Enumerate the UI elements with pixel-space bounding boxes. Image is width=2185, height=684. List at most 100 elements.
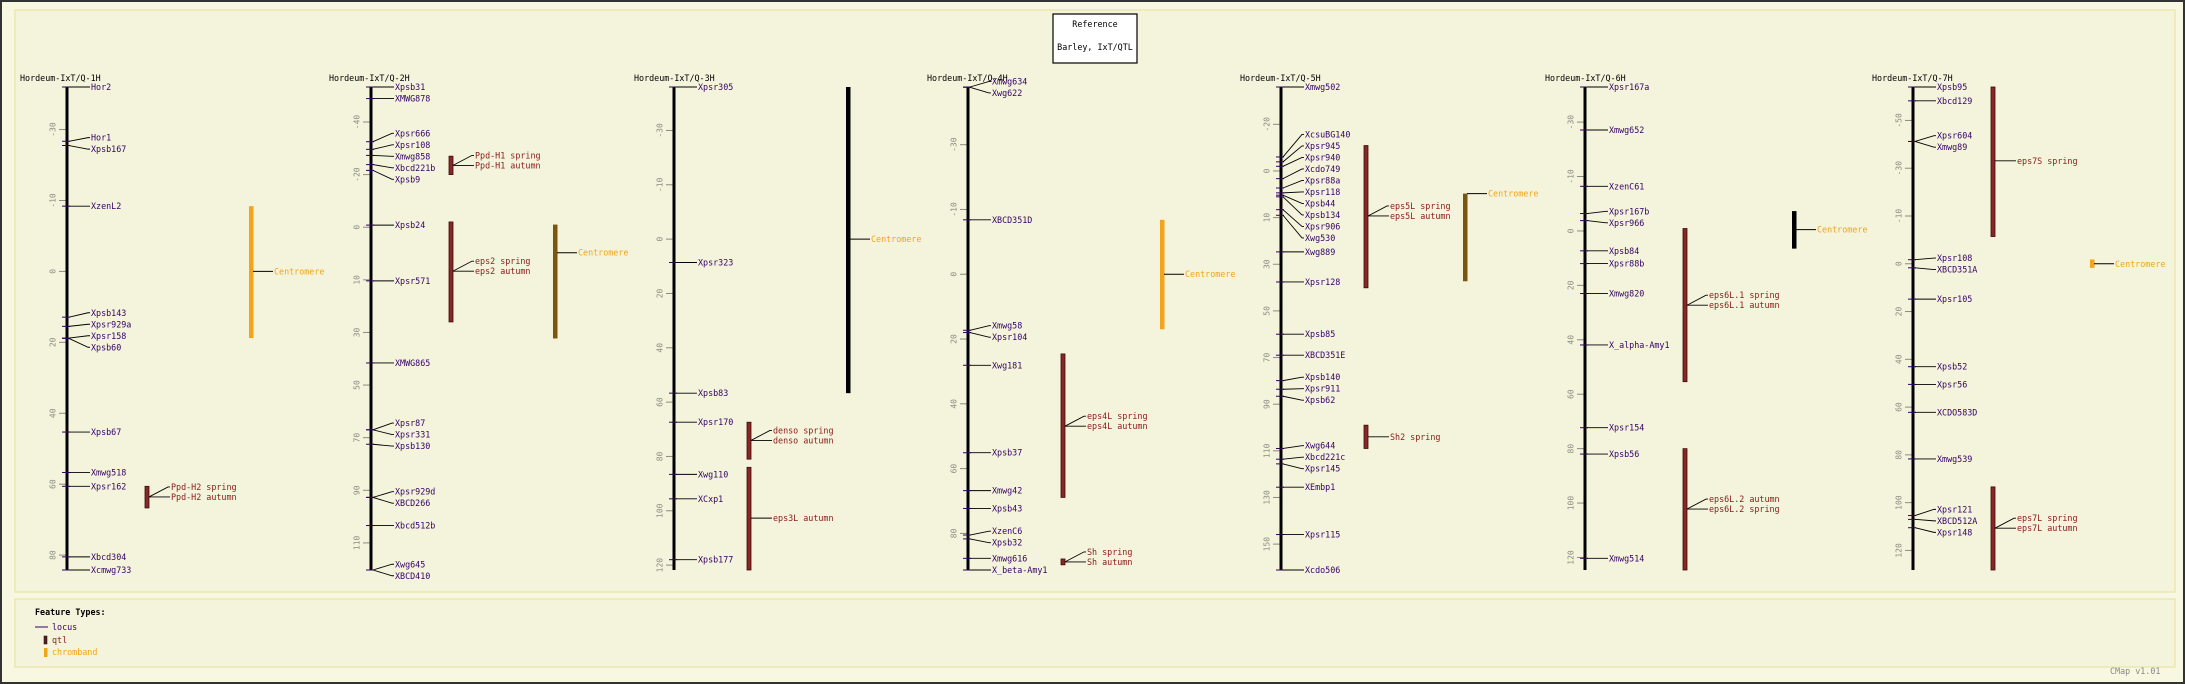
locus-marker[interactable]: Xpsb9 (366, 169, 420, 184)
qtl-bar[interactable] (1060, 558, 1066, 566)
locus-marker[interactable]: Xpsr966 (1580, 218, 1644, 228)
locus-label[interactable]: Xpsb140 (1305, 372, 1340, 382)
locus-marker[interactable]: Xpsr121 (1908, 504, 1972, 517)
qtl-label[interactable]: Ppd-H2 autumn (171, 492, 237, 502)
locus-marker[interactable]: Xcmwg733 (62, 565, 131, 575)
locus-label[interactable]: Xmwg539 (1937, 454, 1972, 464)
qtl-label[interactable]: eps7S spring (2017, 156, 2078, 166)
locus-marker[interactable]: Xpsr305 (669, 82, 733, 92)
locus-label[interactable]: Xpsr145 (1305, 464, 1340, 474)
locus-marker[interactable]: XzenL2 (62, 201, 121, 211)
locus-label[interactable]: Xbcd304 (91, 552, 126, 562)
locus-marker[interactable]: Xwg181 (963, 360, 1022, 370)
locus-marker[interactable]: Xpsr167b (1580, 206, 1649, 216)
locus-label[interactable]: XzenC6 (992, 526, 1022, 536)
locus-label[interactable]: Xpsb44 (1305, 198, 1335, 208)
locus-label[interactable]: XMWG865 (395, 358, 430, 368)
qtl-label[interactable]: denso spring (773, 425, 834, 435)
locus-label[interactable]: Xpsb130 (395, 441, 430, 451)
locus-marker[interactable]: Xpsb24 (366, 220, 425, 230)
locus-label[interactable]: Xpsb37 (992, 448, 1022, 458)
locus-marker[interactable]: Xpsr940 (1276, 152, 1340, 167)
centromere-band[interactable]: Centromere (553, 224, 628, 339)
locus-label[interactable]: Xwg181 (992, 360, 1022, 370)
locus-marker[interactable]: XCxp1 (669, 494, 723, 504)
locus-marker[interactable]: X_beta-Amy1 (963, 565, 1047, 575)
locus-label[interactable]: Xpsr940 (1305, 152, 1340, 162)
locus-label[interactable]: Xpsr88a (1305, 175, 1340, 185)
locus-marker[interactable]: Hor2 (62, 82, 111, 92)
centromere-bar[interactable] (2090, 259, 2095, 268)
locus-marker[interactable]: Xpsb67 (62, 427, 121, 437)
map-title[interactable]: Hordeum-IxT/Q-6H (1545, 73, 1626, 83)
locus-marker[interactable]: Xcdo506 (1276, 565, 1340, 575)
locus-label[interactable]: Xpsr118 (1305, 187, 1340, 197)
locus-label[interactable]: Xmwg634 (992, 76, 1027, 86)
locus-label[interactable]: Xpsr87 (395, 418, 425, 428)
qtl-bar[interactable] (1363, 424, 1369, 449)
locus-marker[interactable]: Xpsr906 (1276, 209, 1340, 232)
locus-label[interactable]: Xpsr115 (1305, 530, 1340, 540)
locus-marker[interactable]: Xpsb37 (963, 448, 1022, 458)
locus-marker[interactable]: Xmwg58 (963, 321, 1022, 331)
centromere-bar[interactable] (846, 87, 851, 394)
qtl-feature[interactable]: eps7S spring (1990, 86, 2078, 237)
locus-label[interactable]: XzenL2 (91, 201, 121, 211)
locus-label[interactable]: Hor2 (91, 82, 111, 92)
qtl-bar[interactable] (1682, 228, 1688, 383)
qtl-label[interactable]: Sh autumn (1087, 557, 1132, 567)
centromere-band[interactable]: Centromere (1792, 211, 1867, 249)
locus-marker[interactable]: Xpsb84 (1580, 246, 1639, 256)
qtl-label[interactable]: eps7L autumn (2017, 523, 2078, 533)
locus-marker[interactable]: XMWG878 (366, 94, 430, 104)
locus-marker[interactable]: Xmwg89 (1908, 140, 1967, 152)
locus-marker[interactable]: Xpsb177 (669, 555, 733, 565)
locus-label[interactable]: Xpsr945 (1305, 141, 1340, 151)
locus-marker[interactable]: Xpsb95 (1908, 82, 1967, 92)
locus-label[interactable]: Xwg622 (992, 88, 1022, 98)
locus-marker[interactable]: Xpsr666 (366, 128, 430, 143)
locus-marker[interactable]: Xpsr331 (366, 429, 430, 440)
centromere-band[interactable]: Centromere (846, 87, 921, 394)
locus-marker[interactable]: Xmwg616 (963, 553, 1027, 563)
locus-label[interactable]: XBCD512A (1937, 516, 1977, 526)
locus-label[interactable]: Xmwg858 (395, 151, 430, 161)
locus-marker[interactable]: Xpsr929a (62, 319, 131, 329)
map-title[interactable]: Hordeum-IxT/Q-3H (634, 73, 715, 83)
locus-label[interactable]: Xpsb32 (992, 538, 1022, 548)
locus-label[interactable]: Xpsr104 (992, 332, 1027, 342)
centromere-label[interactable]: Centromere (871, 234, 921, 244)
qtl-label[interactable]: eps3L autumn (773, 513, 834, 523)
reference-map-set-link[interactable]: Barley, IxT/QTL (1057, 42, 1133, 52)
map-title[interactable]: Hordeum-IxT/Q-1H (20, 73, 101, 83)
locus-marker[interactable]: Xpsb60 (62, 337, 121, 352)
locus-label[interactable]: Xbcd512b (395, 521, 435, 531)
locus-marker[interactable]: Xbcd304 (62, 552, 126, 562)
centromere-band[interactable]: Centromere (1160, 219, 1235, 330)
locus-label[interactable]: XEmbp1 (1305, 482, 1335, 492)
qtl-bar[interactable] (746, 421, 752, 460)
locus-marker[interactable]: XzenC61 (1580, 181, 1644, 191)
locus-marker[interactable]: XBCD266 (366, 496, 430, 508)
locus-marker[interactable]: Xpsb143 (62, 308, 126, 318)
locus-label[interactable]: Xpsr154 (1609, 423, 1644, 433)
locus-marker[interactable]: XBCD512A (1908, 516, 1977, 526)
locus-marker[interactable]: Xpsb62 (1276, 395, 1335, 405)
locus-label[interactable]: XCxp1 (698, 494, 723, 504)
locus-marker[interactable]: Xpsr128 (1276, 277, 1340, 287)
qtl-bar[interactable] (1060, 353, 1066, 498)
locus-marker[interactable]: Xpsr56 (1908, 379, 1967, 389)
locus-label[interactable]: Xmwg820 (1609, 289, 1644, 299)
locus-label[interactable]: XMWG878 (395, 94, 430, 104)
locus-label[interactable]: X_alpha-Amy1 (1609, 340, 1670, 350)
locus-label[interactable]: XBCD351D (992, 215, 1032, 225)
centromere-bar[interactable] (249, 206, 254, 339)
qtl-bar[interactable] (1990, 86, 1996, 237)
qtl-feature[interactable]: Sh2 spring (1363, 424, 1440, 449)
locus-label[interactable]: Xmwg58 (992, 321, 1022, 331)
